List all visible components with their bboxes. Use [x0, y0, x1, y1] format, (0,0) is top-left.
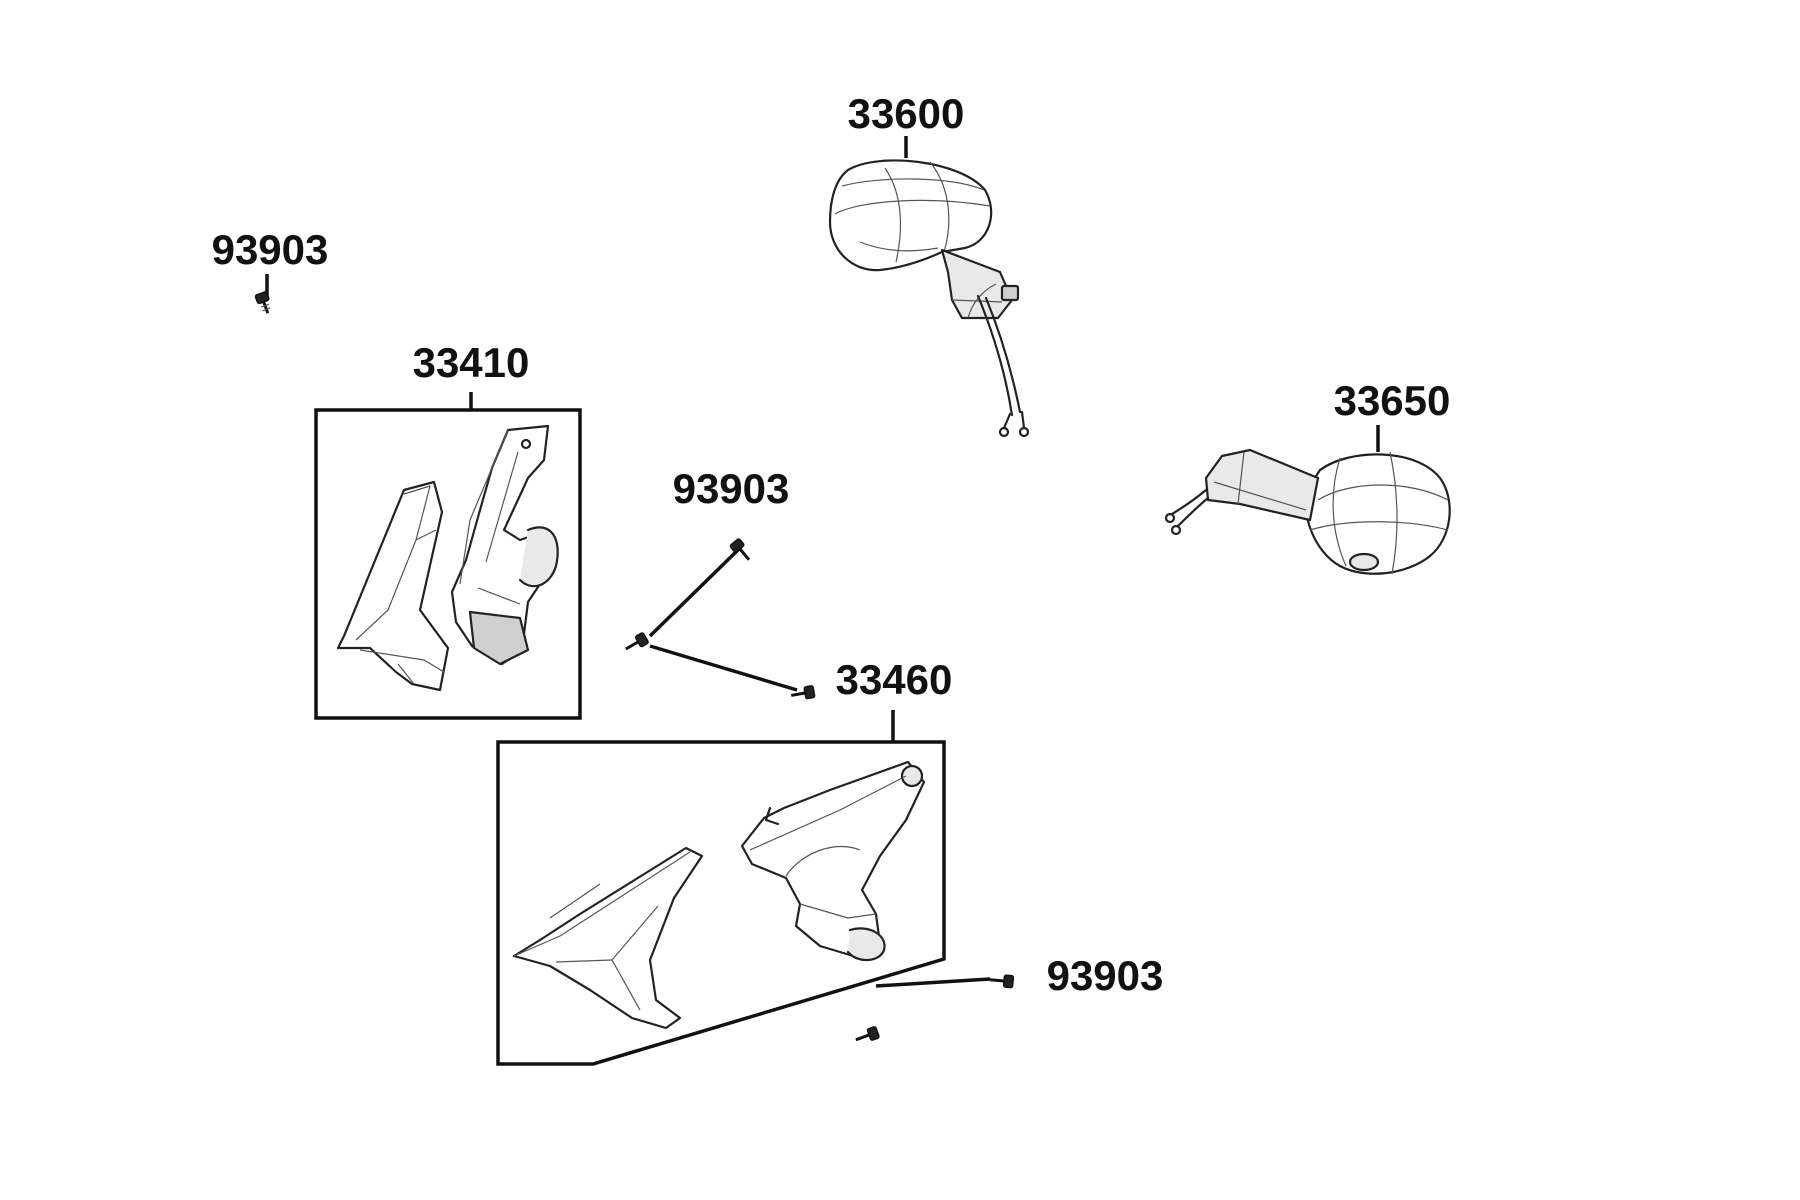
part-number-93903-middle: 93903 [673, 465, 790, 512]
turn-signal-33600-illustration [828, 159, 1030, 438]
screw-top-left [254, 291, 271, 314]
screw-middle-right [790, 685, 816, 700]
part-number-33460: 33460 [836, 656, 953, 703]
part-number-33410: 33410 [413, 339, 530, 386]
frame-33460 [496, 740, 946, 1066]
part-number-93903-top-left: 93903 [212, 226, 329, 273]
screw-middle-upper [729, 538, 751, 561]
lamp-set-33410-illustration [336, 424, 559, 692]
leader-line-93903-middle [648, 546, 798, 692]
screw-bottom-right [989, 974, 1015, 989]
part-number-33600: 33600 [848, 90, 965, 137]
screw-middle-left [625, 632, 649, 651]
screw-bottom-left [855, 1026, 880, 1042]
part-number-93903-bottom: 93903 [1047, 952, 1164, 999]
part-number-33650: 33650 [1334, 377, 1451, 424]
leader-line-93903-bottom [875, 977, 991, 988]
frame-33410 [314, 408, 582, 720]
turn-signal-33650-illustration [1164, 448, 1451, 575]
lamp-set-33460-illustration [512, 760, 926, 1030]
